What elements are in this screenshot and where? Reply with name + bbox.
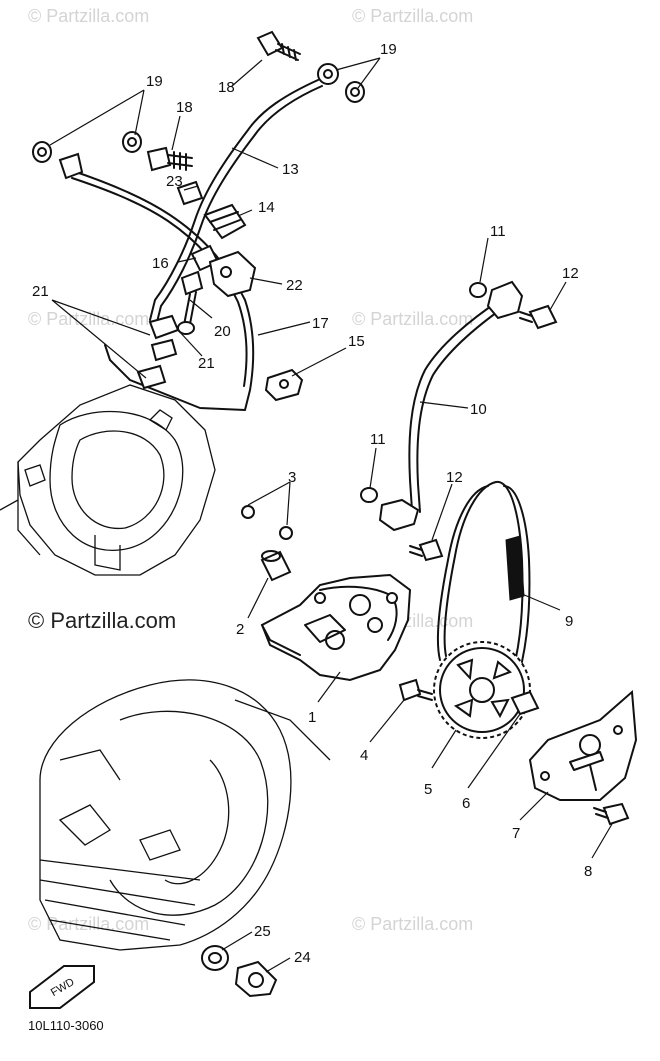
watermark-main: © Partzilla.com — [28, 608, 176, 633]
label-part-20: 20 — [214, 323, 231, 340]
watermark-bottom-left: © Partzilla.com — [28, 914, 149, 934]
part-labels: 19 19 18 18 13 23 14 16 22 21 21 20 17 1… — [32, 41, 592, 966]
washer-25 — [201, 945, 229, 971]
label-part-6: 6 — [462, 795, 470, 812]
pipe-clamp-14 — [203, 203, 247, 240]
bolt-8 — [593, 802, 630, 826]
fwd-arrow: FWD — [29, 965, 95, 1009]
label-part-19-right: 19 — [380, 41, 397, 58]
label-part-19-left: 19 — [146, 73, 163, 90]
leader-lines — [49, 57, 613, 973]
label-part-13: 13 — [282, 161, 299, 178]
diagram-code: 10L110-3060 — [28, 1018, 104, 1033]
sprocket-5 — [433, 641, 531, 739]
dowel-2 — [260, 550, 292, 582]
label-part-10: 10 — [470, 401, 487, 418]
oil-pipe-10 — [378, 280, 524, 532]
label-part-3: 3 — [288, 469, 296, 486]
label-part-16: 16 — [152, 255, 169, 272]
watermark-mid-left: © Partzilla.com — [28, 309, 149, 329]
cover-plate-7 — [528, 689, 638, 801]
label-part-5: 5 — [424, 781, 432, 798]
label-part-12-top: 12 — [562, 265, 579, 282]
holder-22 — [208, 250, 257, 298]
label-part-15: 15 — [348, 333, 365, 350]
watermark-top-left: © Partzilla.com — [28, 6, 149, 26]
label-part-21-left: 21 — [32, 283, 49, 300]
gaskets-19 — [32, 63, 365, 180]
label-part-1: 1 — [308, 709, 316, 726]
label-part-8: 8 — [584, 863, 592, 880]
union-bolt-18-top — [256, 30, 301, 61]
label-part-9: 9 — [565, 613, 573, 630]
label-part-18-top: 18 — [218, 79, 235, 96]
label-part-11-top: 11 — [490, 223, 506, 240]
label-part-17: 17 — [312, 315, 329, 332]
label-part-24: 24 — [294, 949, 311, 966]
union-bolt-18-left — [146, 146, 193, 172]
label-part-2: 2 — [236, 621, 244, 638]
label-part-7: 7 — [512, 825, 520, 842]
cylinder-head-outline — [0, 384, 216, 576]
label-part-4: 4 — [360, 747, 368, 764]
o-rings-3 — [241, 505, 293, 540]
label-part-11-bottom: 11 — [370, 431, 386, 448]
bolt-20 — [177, 270, 204, 335]
bolt-4 — [398, 678, 433, 702]
bolt-6 — [510, 690, 540, 716]
oil-pipe-13 — [149, 79, 323, 327]
watermarks: © Partzilla.com © Partzilla.com © Partzi… — [28, 6, 473, 934]
label-part-21-right: 21 — [198, 355, 215, 372]
drive-chain-9 — [436, 481, 531, 685]
fittings-21 — [136, 314, 180, 390]
label-part-23: 23 — [166, 173, 183, 190]
label-part-18-left: 18 — [176, 99, 193, 116]
watermark-top-right: © Partzilla.com — [352, 6, 473, 26]
o-rings-11 — [360, 282, 487, 503]
bolts-12 — [409, 304, 558, 562]
crankcase-outline — [39, 679, 331, 951]
bracket-15 — [264, 368, 304, 402]
drain-bolt-24 — [234, 960, 278, 998]
label-part-14: 14 — [258, 199, 275, 216]
watermark-bottom-right: © Partzilla.com — [352, 914, 473, 934]
label-part-25: 25 — [254, 923, 271, 940]
clip-23 — [176, 180, 204, 206]
label-part-12-bottom: 12 — [446, 469, 463, 486]
oil-pump-1 — [260, 573, 412, 682]
watermark-mid-right: © Partzilla.com — [352, 309, 473, 329]
label-part-22: 22 — [286, 277, 303, 294]
